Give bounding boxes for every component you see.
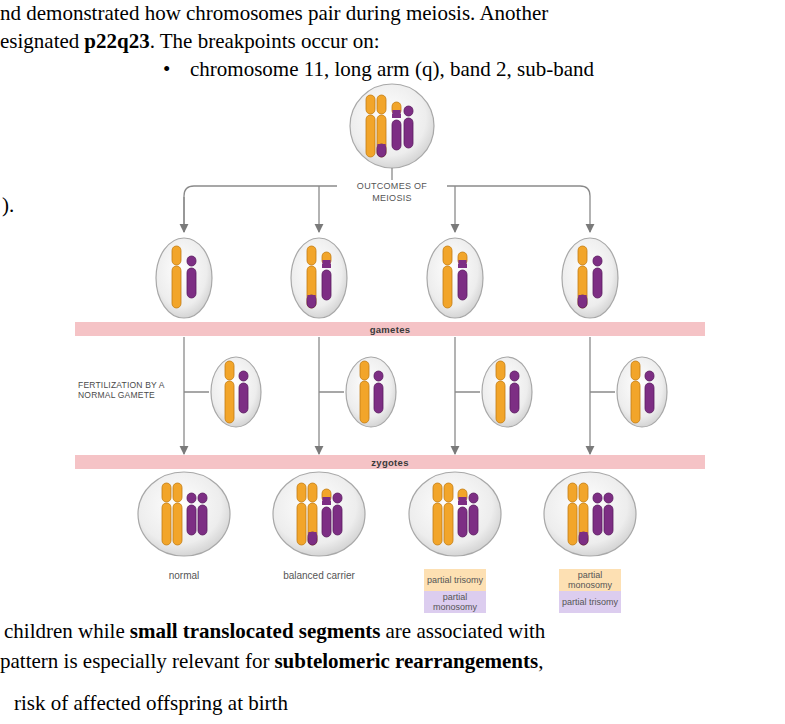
orange-chromosome bbox=[360, 361, 369, 423]
orange-chromosome bbox=[631, 361, 640, 423]
purple-chromosome bbox=[198, 493, 207, 535]
parent-cell bbox=[350, 84, 434, 168]
orange-chromosome bbox=[173, 483, 182, 545]
text-line: children whilesmall translocated segment… bbox=[4, 618, 545, 644]
purple-chromosome bbox=[645, 371, 654, 413]
bullet: • bbox=[163, 56, 170, 82]
outcome-box: partial monosomy bbox=[559, 569, 621, 591]
node-text: zygotes bbox=[371, 457, 408, 468]
body-text: , bbox=[538, 648, 543, 674]
purple-chromosome bbox=[239, 371, 248, 413]
bracket-arrow bbox=[454, 186, 455, 232]
derivative-orange-chromosome bbox=[579, 483, 588, 545]
fertilization-arrow bbox=[589, 337, 590, 454]
fertilization-arrow bbox=[183, 337, 184, 454]
bold-term: subtelomeric rearrangements bbox=[274, 648, 538, 674]
derivative-orange-chromosome bbox=[377, 95, 386, 157]
derivative-orange-chromosome bbox=[578, 246, 587, 308]
bracket-arrow bbox=[318, 186, 319, 232]
derivative-purple-chromosome bbox=[458, 489, 467, 537]
figure-label: OUTCOMES OF MEIOSIS bbox=[337, 180, 447, 204]
purple-chromosome bbox=[333, 493, 342, 535]
orange-chromosome bbox=[568, 483, 577, 545]
body-text: risk of affected offspring at birth bbox=[14, 690, 288, 716]
outcome-box: partial trisomy bbox=[424, 569, 486, 591]
orange-chromosome bbox=[172, 246, 181, 308]
bold-term: small translocated segments bbox=[130, 618, 381, 644]
normal-gamete-cell bbox=[211, 357, 261, 427]
orange-chromosome bbox=[162, 483, 171, 545]
purple-chromosome bbox=[374, 371, 383, 413]
purple-chromosome bbox=[187, 256, 196, 298]
derivative-purple-chromosome bbox=[322, 252, 331, 300]
body-text: . The breakpoints occur on: bbox=[150, 28, 380, 54]
orange-chromosome bbox=[496, 361, 505, 423]
gamete-cell bbox=[427, 238, 483, 318]
gamete-cell bbox=[562, 238, 618, 318]
normal-gamete-cell bbox=[346, 357, 396, 427]
normal-gamete-cell bbox=[482, 357, 532, 427]
derivative-orange-chromosome bbox=[307, 246, 316, 308]
purple-chromosome bbox=[469, 493, 478, 535]
normal-gamete-cell bbox=[617, 357, 667, 427]
gamete-cell bbox=[291, 238, 347, 318]
node-text: partial monosomy bbox=[424, 592, 486, 612]
bold-term: p22q23 bbox=[84, 28, 149, 54]
orange-chromosome bbox=[433, 483, 442, 545]
fertilization-arrow bbox=[318, 337, 319, 454]
node-text: partial trisomy bbox=[562, 597, 618, 607]
orange-chromosome bbox=[443, 246, 452, 308]
body-text: children while bbox=[4, 618, 125, 644]
outcome-label: normal bbox=[144, 570, 224, 582]
body-text: esignated bbox=[0, 28, 79, 54]
stage-band: zygotes bbox=[75, 455, 705, 469]
orange-chromosome bbox=[225, 361, 234, 423]
purple-chromosome bbox=[593, 493, 602, 535]
body-text: are associated with bbox=[386, 618, 546, 644]
derivative-purple-chromosome bbox=[458, 252, 467, 300]
node-text: partial trisomy bbox=[427, 575, 483, 585]
purple-chromosome bbox=[604, 493, 613, 535]
body-text: pattern is especially relevant for bbox=[0, 648, 269, 674]
orange-chromosome bbox=[444, 483, 453, 545]
outcome-box: partial monosomy bbox=[424, 591, 486, 613]
body-text: ). bbox=[2, 192, 14, 218]
stage-band: gametes bbox=[75, 322, 705, 336]
zygote-cell bbox=[273, 472, 365, 556]
purple-chromosome bbox=[510, 371, 519, 413]
figure-label: FERTILIZATION BY A NORMAL GAMETE bbox=[78, 380, 178, 400]
body-text: chromosome 11, long arm (q), band 2, sub… bbox=[190, 56, 594, 82]
purple-chromosome bbox=[593, 256, 602, 298]
orange-chromosome bbox=[366, 95, 375, 157]
outcome-label: balanced carrier bbox=[269, 570, 369, 582]
node-text: partial monosomy bbox=[559, 570, 621, 590]
body-text: nd demonstrated how chromosomes pair dur… bbox=[0, 0, 548, 26]
purple-chromosome bbox=[187, 493, 196, 535]
text-line: pattern is especially relevant forsubtel… bbox=[0, 648, 543, 674]
bracket-arrow bbox=[183, 197, 184, 232]
derivative-purple-chromosome bbox=[392, 102, 401, 150]
derivative-purple-chromosome bbox=[322, 489, 331, 537]
text-line: esignatedp22q23. The breakpoints occur o… bbox=[0, 28, 380, 54]
orange-chromosome bbox=[297, 483, 306, 545]
node-text: gametes bbox=[370, 324, 411, 335]
gamete-cell bbox=[156, 238, 212, 318]
derivative-orange-chromosome bbox=[308, 483, 317, 545]
zygote-cell bbox=[544, 472, 636, 556]
figure-background bbox=[70, 84, 710, 618]
purple-chromosome bbox=[404, 106, 413, 148]
outcome-box: partial trisomy bbox=[559, 591, 621, 613]
zygote-cell bbox=[138, 472, 230, 556]
fertilization-arrow bbox=[454, 337, 455, 454]
zygote-cell bbox=[409, 472, 501, 556]
